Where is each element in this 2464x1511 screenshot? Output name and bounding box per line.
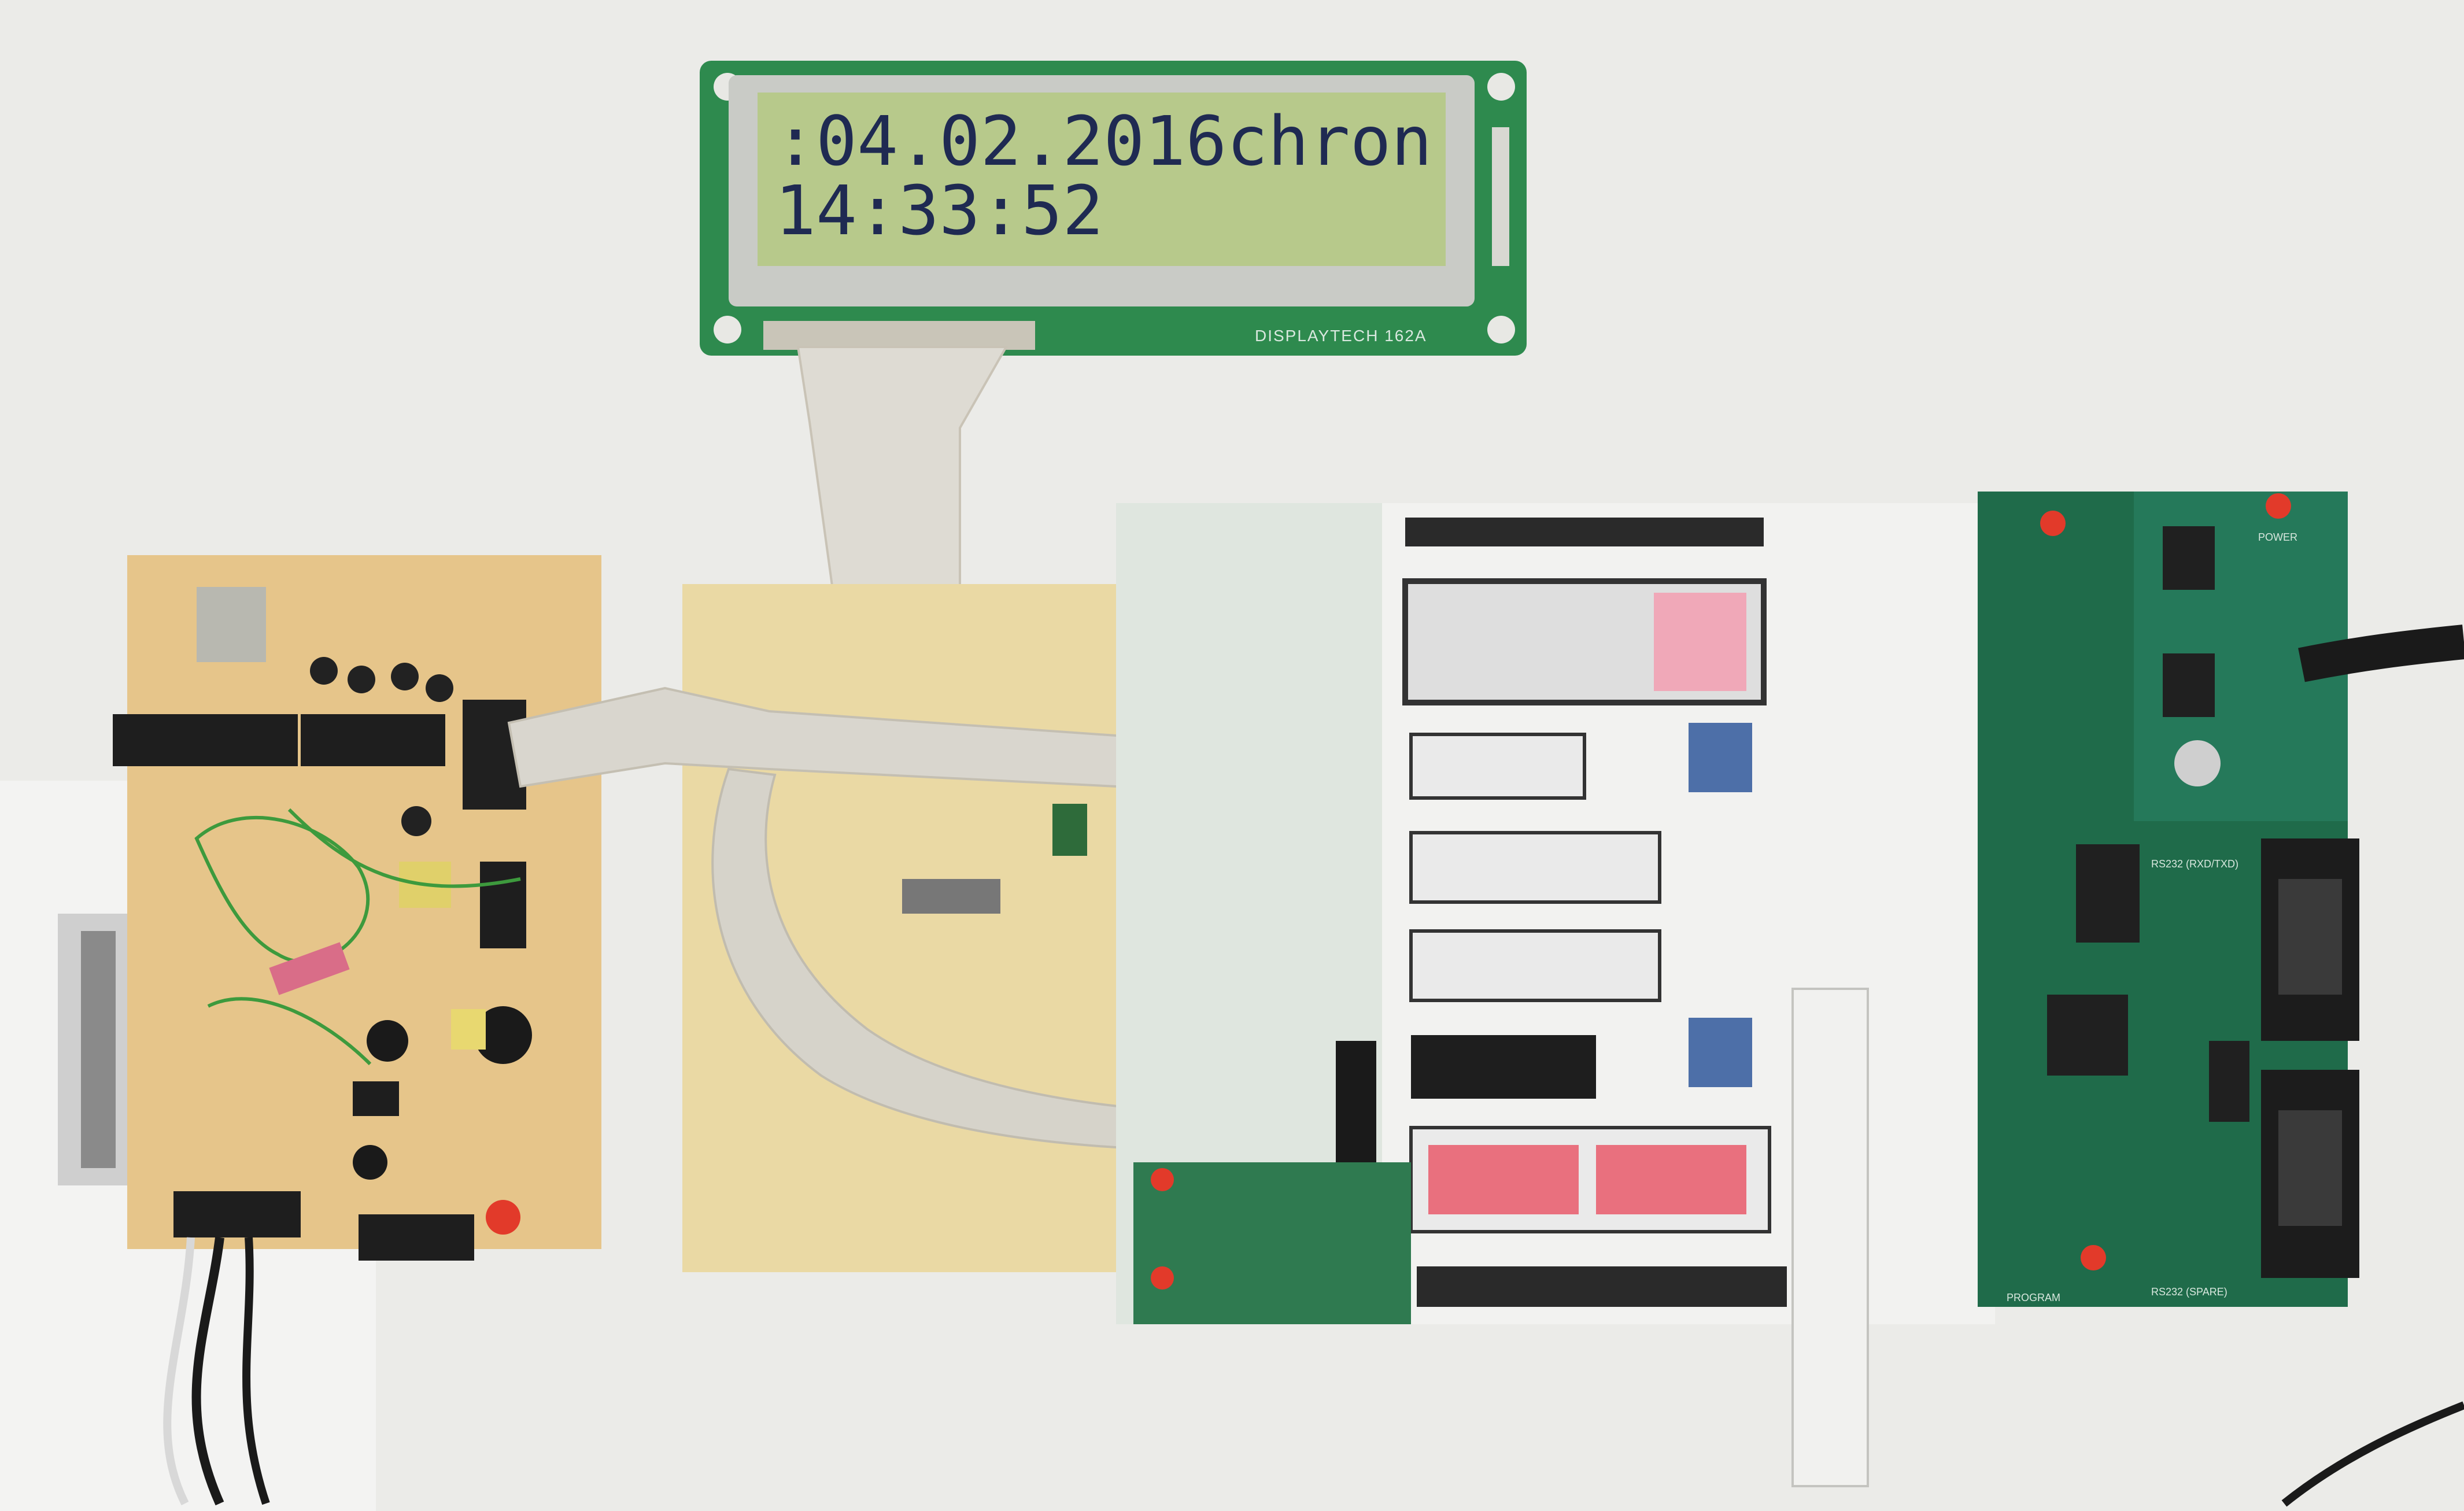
- db25-pins: [81, 931, 116, 1168]
- dip-ic: [1411, 1035, 1596, 1099]
- push-button: [1151, 1168, 1174, 1191]
- small-ic: [480, 862, 526, 948]
- transistor: [353, 1145, 387, 1180]
- component: [1052, 804, 1087, 856]
- microcontroller-ic: [113, 714, 298, 766]
- rs232-label-b: RS232 (SPARE): [2151, 1286, 2227, 1298]
- blue-ic: [1689, 723, 1752, 792]
- blue-ic: [1689, 1018, 1752, 1087]
- capacitor: [401, 806, 431, 836]
- voltage-regulator: [2163, 653, 2215, 717]
- vertical-ribbon: [1791, 988, 1869, 1487]
- pin-header-top: [1405, 518, 1764, 546]
- grey-cable: [163, 1237, 195, 1506]
- small-ic: [353, 1081, 399, 1116]
- wire-bundle: [194, 815, 370, 964]
- max232-ic: [301, 714, 445, 766]
- crystal-oscillator: [197, 587, 266, 662]
- reset-button: [2040, 511, 2066, 536]
- capacitor: [426, 674, 453, 702]
- lcd-header-pins: [763, 321, 1035, 350]
- rs232-label-a: RS232 (RXD/TXD): [2151, 858, 2238, 870]
- electrolytic-capacitor: [2174, 740, 2221, 786]
- power-led: [2266, 493, 2291, 519]
- black-cable: [242, 1237, 270, 1505]
- lcd-side-pins: [1492, 127, 1509, 266]
- header-connector: [1336, 1041, 1376, 1174]
- program-label: PROGRAM: [2007, 1292, 2060, 1303]
- terminal-block: [359, 1214, 474, 1261]
- wire-bundle: [287, 808, 521, 888]
- dip-socket: [1409, 929, 1661, 1002]
- dip-socket: [1409, 733, 1586, 800]
- trimmer-body: [451, 1009, 486, 1050]
- dev-board: [1116, 503, 1995, 1487]
- lcd-screen: [758, 93, 1446, 266]
- black-cable: [2281, 1401, 2464, 1507]
- red-led: [486, 1200, 520, 1235]
- lcd-mount-hole: [1487, 316, 1515, 343]
- pin-header-bottom: [1417, 1266, 1787, 1307]
- qfp-chip: [2047, 995, 2128, 1076]
- transistor: [367, 1020, 408, 1062]
- resistor: [269, 942, 350, 995]
- capacitor: [310, 657, 338, 685]
- pink-region: [1654, 593, 1746, 691]
- push-button: [1151, 1266, 1174, 1290]
- lcd-brand-label: DISPLAYTECH 162A: [1255, 327, 1427, 345]
- capacitor: [348, 666, 375, 693]
- lcd-module: :04.02.2016chron 14:33:52 DISPLAYTECH 16…: [700, 61, 1527, 356]
- db9-face: [2278, 879, 2342, 995]
- terminal-block: [173, 1191, 301, 1237]
- trimmer-potentiometer: [474, 1006, 532, 1064]
- dip-socket: [1409, 831, 1661, 904]
- capacitor: [391, 663, 419, 690]
- resistor-array: [902, 879, 1000, 914]
- right-pcb: POWER PROGRAM RS232 (RXD/TXD) RS232 (SPA…: [1978, 492, 2359, 1307]
- power-cable: [2298, 625, 2464, 682]
- voltage-regulator: [2163, 526, 2215, 590]
- black-cable: [191, 1237, 224, 1506]
- db9-face: [2278, 1110, 2342, 1226]
- ic-chip: [2076, 844, 2140, 943]
- pink-region: [1596, 1145, 1746, 1214]
- pink-region: [1428, 1145, 1579, 1214]
- program-button: [2081, 1245, 2106, 1270]
- left-protoboard: [58, 555, 601, 1261]
- ic-chip: [2209, 1041, 2249, 1122]
- button-pcb: [1133, 1162, 1411, 1324]
- lcd-line-1: :04.02.2016chron: [775, 101, 1432, 181]
- lcd-mount-hole: [714, 316, 741, 343]
- power-label: POWER: [2258, 531, 2297, 543]
- lcd-line-2: 14:33:52: [775, 171, 1103, 250]
- wire-bundle: [207, 997, 372, 1066]
- lcd-mount-hole: [1487, 73, 1515, 101]
